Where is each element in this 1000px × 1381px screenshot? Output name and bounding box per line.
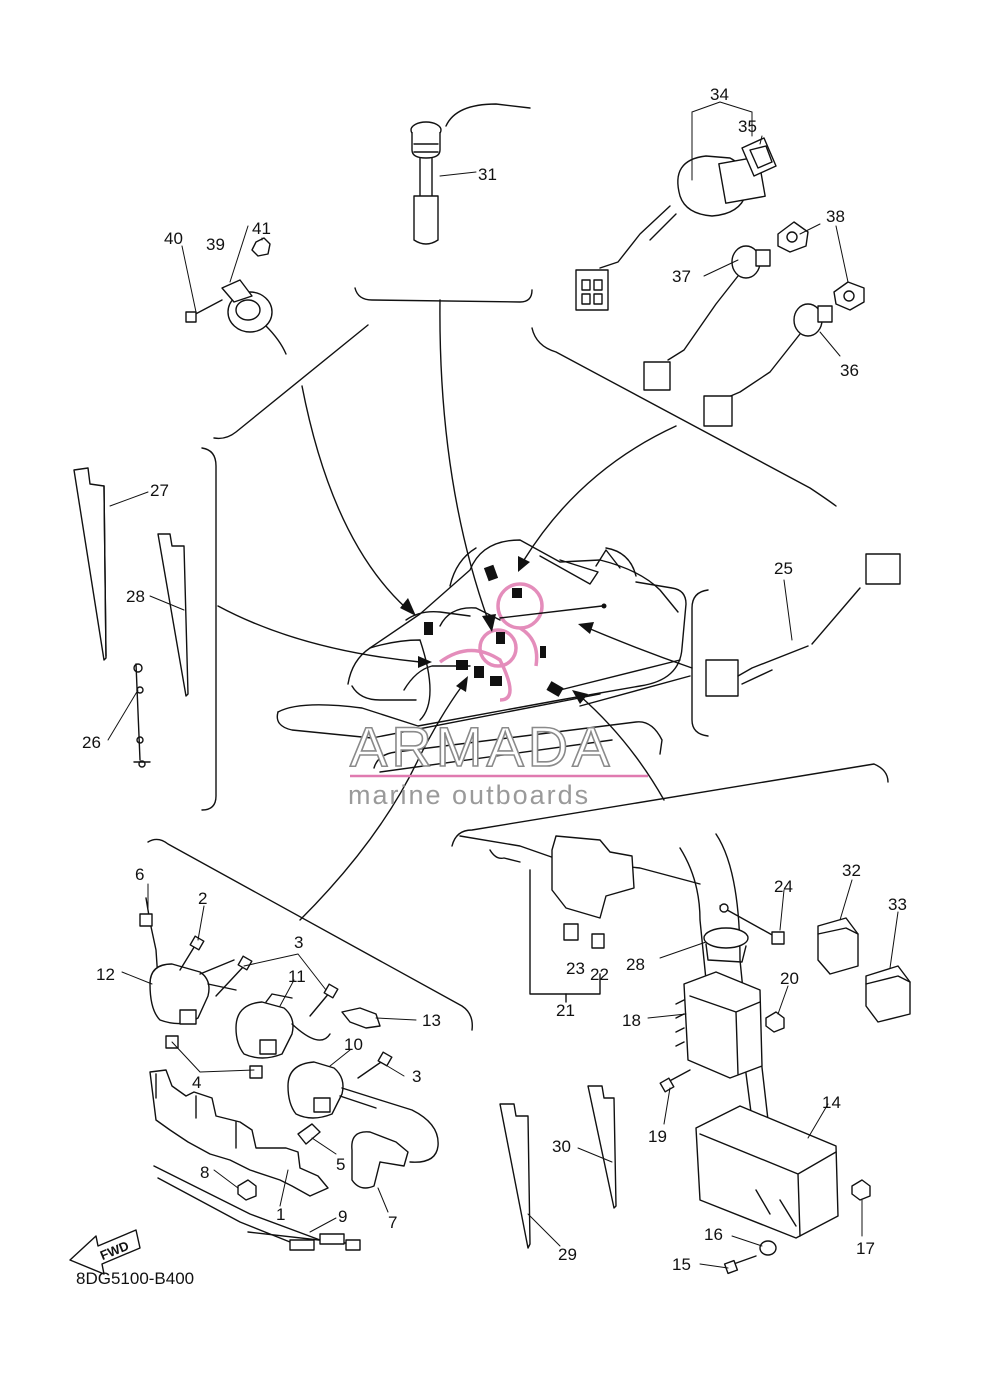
- callout-25: 25: [774, 559, 793, 578]
- callout-16: 16: [704, 1225, 723, 1244]
- part-7-plug-cap: [351, 1131, 409, 1189]
- part-28-cable-tie-left: [157, 533, 189, 697]
- callout-40: 40: [164, 229, 183, 248]
- part-5-collar: [297, 1123, 321, 1145]
- part-35-key: [741, 137, 777, 177]
- callout-33: 33: [888, 895, 907, 914]
- callout-32: 32: [842, 861, 861, 880]
- part-10-ignition-coil: [287, 1061, 439, 1163]
- part-29-cable-tie: [499, 1103, 531, 1249]
- part-37-switch: [643, 245, 771, 391]
- callout-23: 23: [566, 959, 585, 978]
- callout-39: 39: [206, 235, 225, 254]
- part-38-nut: [777, 221, 865, 311]
- part-9-wire-leads: [153, 1165, 361, 1251]
- callout-3b: 3: [412, 1067, 421, 1086]
- part-3-bolts: [215, 955, 393, 1079]
- callout-34: 34: [710, 85, 729, 104]
- callout-8: 8: [200, 1163, 209, 1182]
- callout-17: 17: [856, 1239, 875, 1258]
- part-8-nut: [237, 1179, 257, 1201]
- group-brackets: [147, 287, 889, 1031]
- part-28-cable-tie-right: [703, 927, 749, 963]
- part-24-bolt: [719, 903, 785, 945]
- part-6-lead: [139, 897, 159, 981]
- callout-10: 10: [344, 1035, 363, 1054]
- callout-24: 24: [774, 877, 793, 896]
- part-19-bolt: [659, 1069, 691, 1093]
- watermark-tagline: marine outboards: [348, 780, 590, 810]
- callout-labels: 1 2 3 3 4 5 6 7 8 9 10 11 12 13 14 15 16…: [82, 85, 907, 1274]
- part-12-ignition-coil: [149, 959, 237, 1025]
- callout-1: 1: [276, 1205, 285, 1224]
- part-13-connector: [341, 1007, 381, 1029]
- fwd-arrow-icon: FWD: [69, 1229, 141, 1275]
- part-21-fuse-box-area: [459, 835, 701, 1003]
- pointer-arrows: [217, 299, 693, 921]
- callout-29: 29: [558, 1245, 577, 1264]
- callout-31: 31: [478, 165, 497, 184]
- part-34-main-switch: [575, 155, 766, 311]
- part-30-cable-tie: [587, 1085, 617, 1209]
- part-36-switch: [703, 303, 833, 427]
- callout-3a: 3: [294, 933, 303, 952]
- callout-38: 38: [826, 207, 845, 226]
- part-27-cable-tie: [73, 467, 107, 661]
- callout-15: 15: [672, 1255, 691, 1274]
- watermark: ARMADA marine outboards: [348, 714, 648, 810]
- callout-41: 41: [252, 219, 271, 238]
- part-17-nut: [851, 1179, 871, 1201]
- callout-28-left: 28: [126, 587, 145, 606]
- callout-21: 21: [556, 1001, 575, 1020]
- part-14-cdi-unit: [695, 1105, 839, 1239]
- callout-7: 7: [388, 1213, 397, 1232]
- callout-30: 30: [552, 1137, 571, 1156]
- callout-14: 14: [822, 1093, 841, 1112]
- part-26-wire-lead: [133, 663, 151, 768]
- watermark-logo-mark: [438, 582, 544, 702]
- part-15-bolt: [723, 1255, 757, 1275]
- callout-13: 13: [422, 1011, 441, 1030]
- callout-20: 20: [780, 969, 799, 988]
- callout-18: 18: [622, 1011, 641, 1030]
- callout-37: 37: [672, 267, 691, 286]
- part-33-fuse: [865, 965, 911, 1023]
- callout-35: 35: [738, 117, 757, 136]
- callout-22: 22: [590, 965, 609, 984]
- part-20-nut: [765, 1011, 785, 1033]
- part-2-bolt: [179, 935, 205, 971]
- part-25-sub-harness: [705, 553, 901, 697]
- part-1-bracket: [149, 1069, 329, 1197]
- part-39-41-sensor-assembly: [185, 237, 287, 355]
- watermark-brand: ARMADA: [350, 715, 614, 778]
- part-32-fuse: [817, 917, 859, 975]
- callout-11: 11: [288, 967, 306, 986]
- callout-leaders: [107, 101, 899, 1269]
- part-16-washer: [759, 1240, 777, 1256]
- part-31-sensor: [410, 103, 531, 245]
- callout-19: 19: [648, 1127, 667, 1146]
- snowmobile-outline: [276, 539, 691, 773]
- callout-12: 12: [96, 965, 115, 984]
- callout-4: 4: [192, 1073, 201, 1092]
- callout-27: 27: [150, 481, 169, 500]
- callout-9: 9: [338, 1207, 347, 1226]
- callout-26: 26: [82, 733, 101, 752]
- callout-5: 5: [336, 1155, 345, 1174]
- callout-36: 36: [840, 361, 859, 380]
- diagram-code: 8DG5100-B400: [76, 1269, 194, 1288]
- callout-6: 6: [135, 865, 144, 884]
- part-11-ignition-coil: [235, 993, 331, 1059]
- callout-28-right: 28: [626, 955, 645, 974]
- callout-2: 2: [198, 889, 207, 908]
- part-18-rectifier-regulator: [675, 971, 763, 1079]
- harness-connectors-on-snowmobile: [403, 564, 607, 697]
